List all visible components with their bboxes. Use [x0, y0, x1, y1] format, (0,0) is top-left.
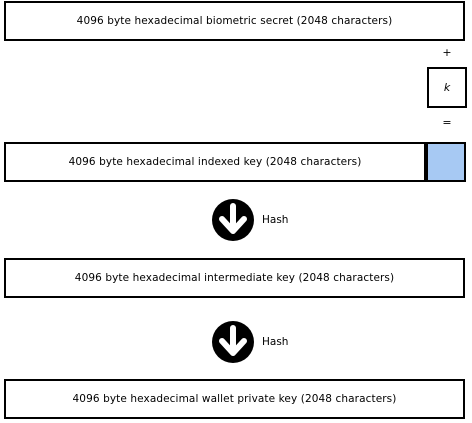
k-value-box: k: [427, 67, 467, 108]
hash-step-label: Hash: [262, 214, 289, 226]
biometric-secret-box: 4096 byte hexadecimal biometric secret (…: [4, 1, 465, 41]
k-label: k: [443, 81, 451, 94]
hash-step-label: Hash: [262, 336, 289, 348]
indexed-key-label: 4096 byte hexadecimal indexed key (2048 …: [68, 156, 362, 168]
plus-operator: +: [442, 46, 452, 59]
biometric-secret-label: 4096 byte hexadecimal biometric secret (…: [76, 15, 393, 27]
intermediate-key-label: 4096 byte hexadecimal intermediate key (…: [74, 272, 395, 284]
down-arrow-circle-icon: [212, 321, 254, 363]
index-block: [426, 142, 466, 182]
intermediate-key-box: 4096 byte hexadecimal intermediate key (…: [4, 258, 465, 298]
down-arrow-circle-icon: [212, 199, 254, 241]
equals-operator: =: [442, 116, 452, 129]
indexed-key-box: 4096 byte hexadecimal indexed key (2048 …: [4, 142, 426, 182]
wallet-private-key-label: 4096 byte hexadecimal wallet private key…: [72, 393, 397, 405]
wallet-private-key-box: 4096 byte hexadecimal wallet private key…: [4, 379, 465, 419]
